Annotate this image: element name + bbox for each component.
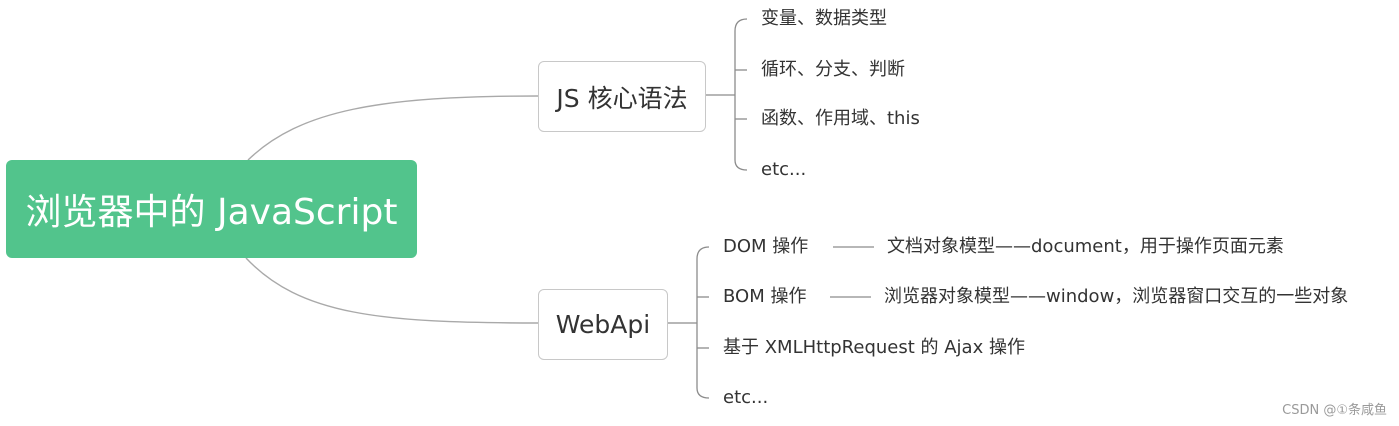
js-core-bracket [704,18,748,171]
leaf-variables-types[interactable]: 变量、数据类型 [761,8,887,29]
webapi-bracket [666,246,710,399]
watermark: CSDN @①条咸鱼 [1282,403,1387,418]
leaf-dom[interactable]: DOM 操作 [723,236,809,257]
leaf-js-etc[interactable]: etc... [761,159,807,180]
link-root-to-webapi [245,257,539,324]
leaf-bom-detail[interactable]: 浏览器对象模型——window，浏览器窗口交互的一些对象 [884,286,1349,307]
leaf-functions-scope[interactable]: 函数、作用域、this [761,108,920,129]
leaf-ajax[interactable]: 基于 XMLHttpRequest 的 Ajax 操作 [723,337,1025,358]
leaf-dom-detail[interactable]: 文档对象模型——document，用于操作页面元素 [887,236,1284,257]
link-root-to-js-core [247,95,539,161]
leaf-bom[interactable]: BOM 操作 [723,286,807,307]
root-topic[interactable]: 浏览器中的 JavaScript [6,160,417,258]
root-topic-label: 浏览器中的 JavaScript [25,192,398,233]
leaf-loops-branches[interactable]: 循环、分支、判断 [761,59,905,80]
branch-js-core[interactable]: JS 核心语法 [538,61,706,132]
leaf-webapi-etc[interactable]: etc... [723,387,769,408]
branch-webapi-label: WebApi [555,310,651,339]
branch-webapi[interactable]: WebApi [538,289,668,360]
branch-js-core-label: JS 核心语法 [556,83,688,113]
